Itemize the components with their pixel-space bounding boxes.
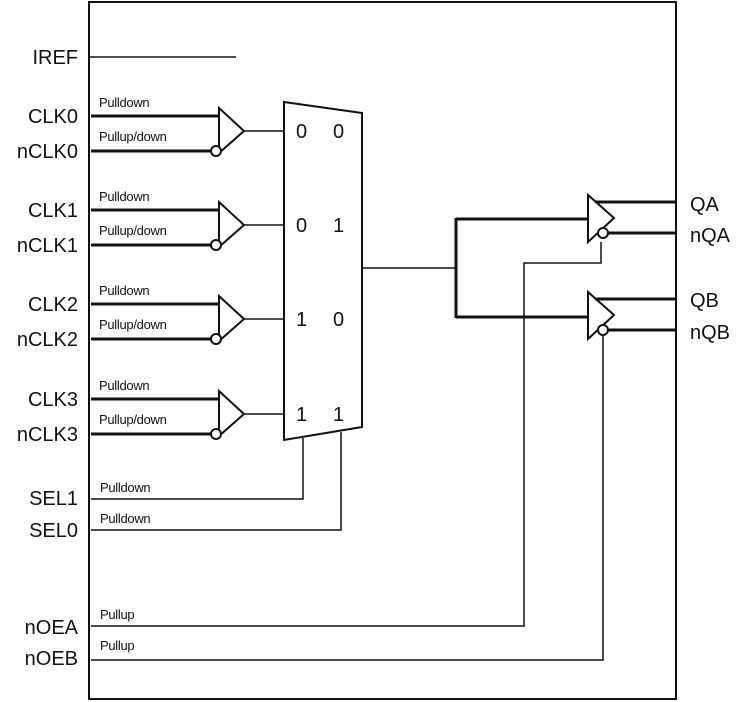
input-buffer-2 [218, 293, 246, 344]
inversion-bubble-icon [597, 324, 609, 336]
sel1-wire [91, 438, 304, 500]
pin-label-noeb: nOEB [25, 648, 78, 670]
inversion-bubble-icon [210, 333, 222, 345]
pin-label-nqa: nQA [690, 225, 731, 247]
multiplexer [283, 100, 363, 442]
input-buffer-1 [218, 199, 246, 250]
bias-label-nclk3: Pullup/down [99, 412, 167, 427]
sel0-wire [91, 432, 342, 531]
bias-label-nclk2: Pullup/down [99, 317, 167, 332]
inversion-bubble-icon [597, 227, 609, 239]
inversion-bubble-icon [210, 145, 222, 157]
noea-wire [91, 242, 602, 627]
mux-code-sel1-3: 1 [296, 404, 307, 426]
bias-label-clk3: Pulldown [99, 378, 149, 393]
output-buffer-a [587, 192, 676, 245]
pin-label-sel0: SEL0 [29, 520, 78, 542]
bias-label-nclk0: Pullup/down [99, 129, 167, 144]
output-buffer-b [587, 289, 676, 342]
pin-label-nclk0: nCLK0 [17, 141, 78, 163]
input-buffer-0 [218, 105, 246, 156]
mux-code-sel1-0: 0 [296, 121, 307, 143]
pin-label-qa: QA [690, 194, 720, 216]
mux-code-sel0-0: 0 [333, 121, 344, 143]
noeb-wire [91, 336, 604, 661]
bias-label-noea: Pullup [100, 607, 134, 622]
pin-label-clk2: CLK2 [28, 294, 78, 316]
mux-code-sel0-3: 1 [333, 404, 344, 426]
bias-label-clk2: Pulldown [99, 283, 149, 298]
bias-label-sel1: Pulldown [100, 480, 150, 495]
pin-label-nclk3: nCLK3 [17, 424, 78, 446]
pin-label-iref: IREF [32, 47, 78, 69]
bias-label-clk0: Pulldown [99, 95, 149, 110]
bias-label-noeb: Pullup [100, 638, 134, 653]
pin-label-nqb: nQB [690, 322, 730, 344]
pin-label-nclk2: nCLK2 [17, 329, 78, 351]
mux-code-sel0-2: 0 [333, 309, 344, 331]
chip-outline [88, 1, 677, 700]
mux-code-sel0-1: 1 [333, 215, 344, 237]
pin-label-noea: nOEA [25, 617, 79, 639]
input-buffer-3 [218, 388, 246, 439]
pin-label-qb: QB [690, 290, 719, 312]
pin-label-nclk1: nCLK1 [17, 235, 78, 257]
pin-label-clk3: CLK3 [28, 389, 78, 411]
pin-label-clk1: CLK1 [28, 200, 78, 222]
pin-label-sel1: SEL1 [29, 488, 78, 510]
mux-code-sel1-2: 1 [296, 309, 307, 331]
inversion-bubble-icon [210, 428, 222, 440]
mux-code-sel1-1: 0 [296, 215, 307, 237]
bias-label-nclk1: Pullup/down [99, 223, 167, 238]
bias-label-clk1: Pulldown [99, 189, 149, 204]
bias-label-sel0: Pulldown [100, 511, 150, 526]
inversion-bubble-icon [210, 239, 222, 251]
pin-label-clk0: CLK0 [28, 106, 78, 128]
